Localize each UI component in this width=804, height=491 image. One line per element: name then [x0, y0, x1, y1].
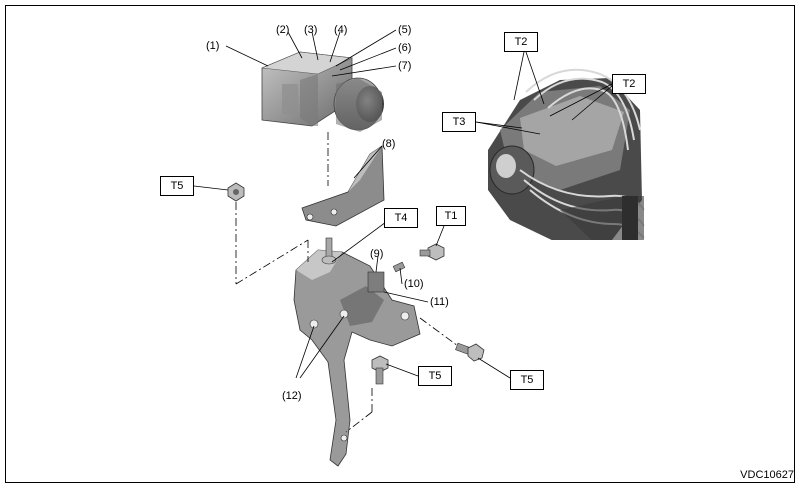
torque-box-t2-top: T2: [504, 32, 538, 52]
torque-box-t4: T4: [384, 208, 418, 228]
torque-box-t3: T3: [442, 112, 476, 132]
torque-box-t5-right: T5: [510, 370, 544, 390]
torque-box-t5-bottom: T5: [418, 366, 452, 386]
part-label-7: (7): [398, 60, 412, 72]
part-label-8: (8): [382, 138, 396, 150]
part-label-11: (11): [430, 296, 449, 308]
part-label-9: (9): [370, 248, 384, 260]
part-label-2: (2): [276, 24, 290, 36]
inset-photo: [482, 30, 645, 248]
figure-code: VDC10627: [740, 469, 794, 481]
hydraulic-unit: [261, 51, 384, 132]
assembly-lines: [235, 132, 459, 433]
bracket-main: [293, 249, 421, 467]
torque-box-t1: T1: [436, 206, 466, 226]
part-label-4: (4): [334, 24, 348, 36]
part-label-5: (5): [398, 24, 412, 36]
part-label-12: (12): [282, 390, 302, 402]
part-label-3: (3): [304, 24, 318, 36]
torque-box-t2-right: T2: [612, 74, 646, 94]
bracket-upper: [301, 145, 385, 227]
leader-lines: [193, 29, 511, 379]
torque-box-t5-left: T5: [160, 176, 194, 196]
part-label-1: (1): [206, 40, 220, 52]
part-label-10: (10): [404, 278, 424, 290]
inset-leader-lines: [475, 51, 613, 135]
part-label-6: (6): [398, 42, 412, 54]
diagram-frame: [5, 5, 795, 483]
fasteners: [227, 182, 485, 385]
